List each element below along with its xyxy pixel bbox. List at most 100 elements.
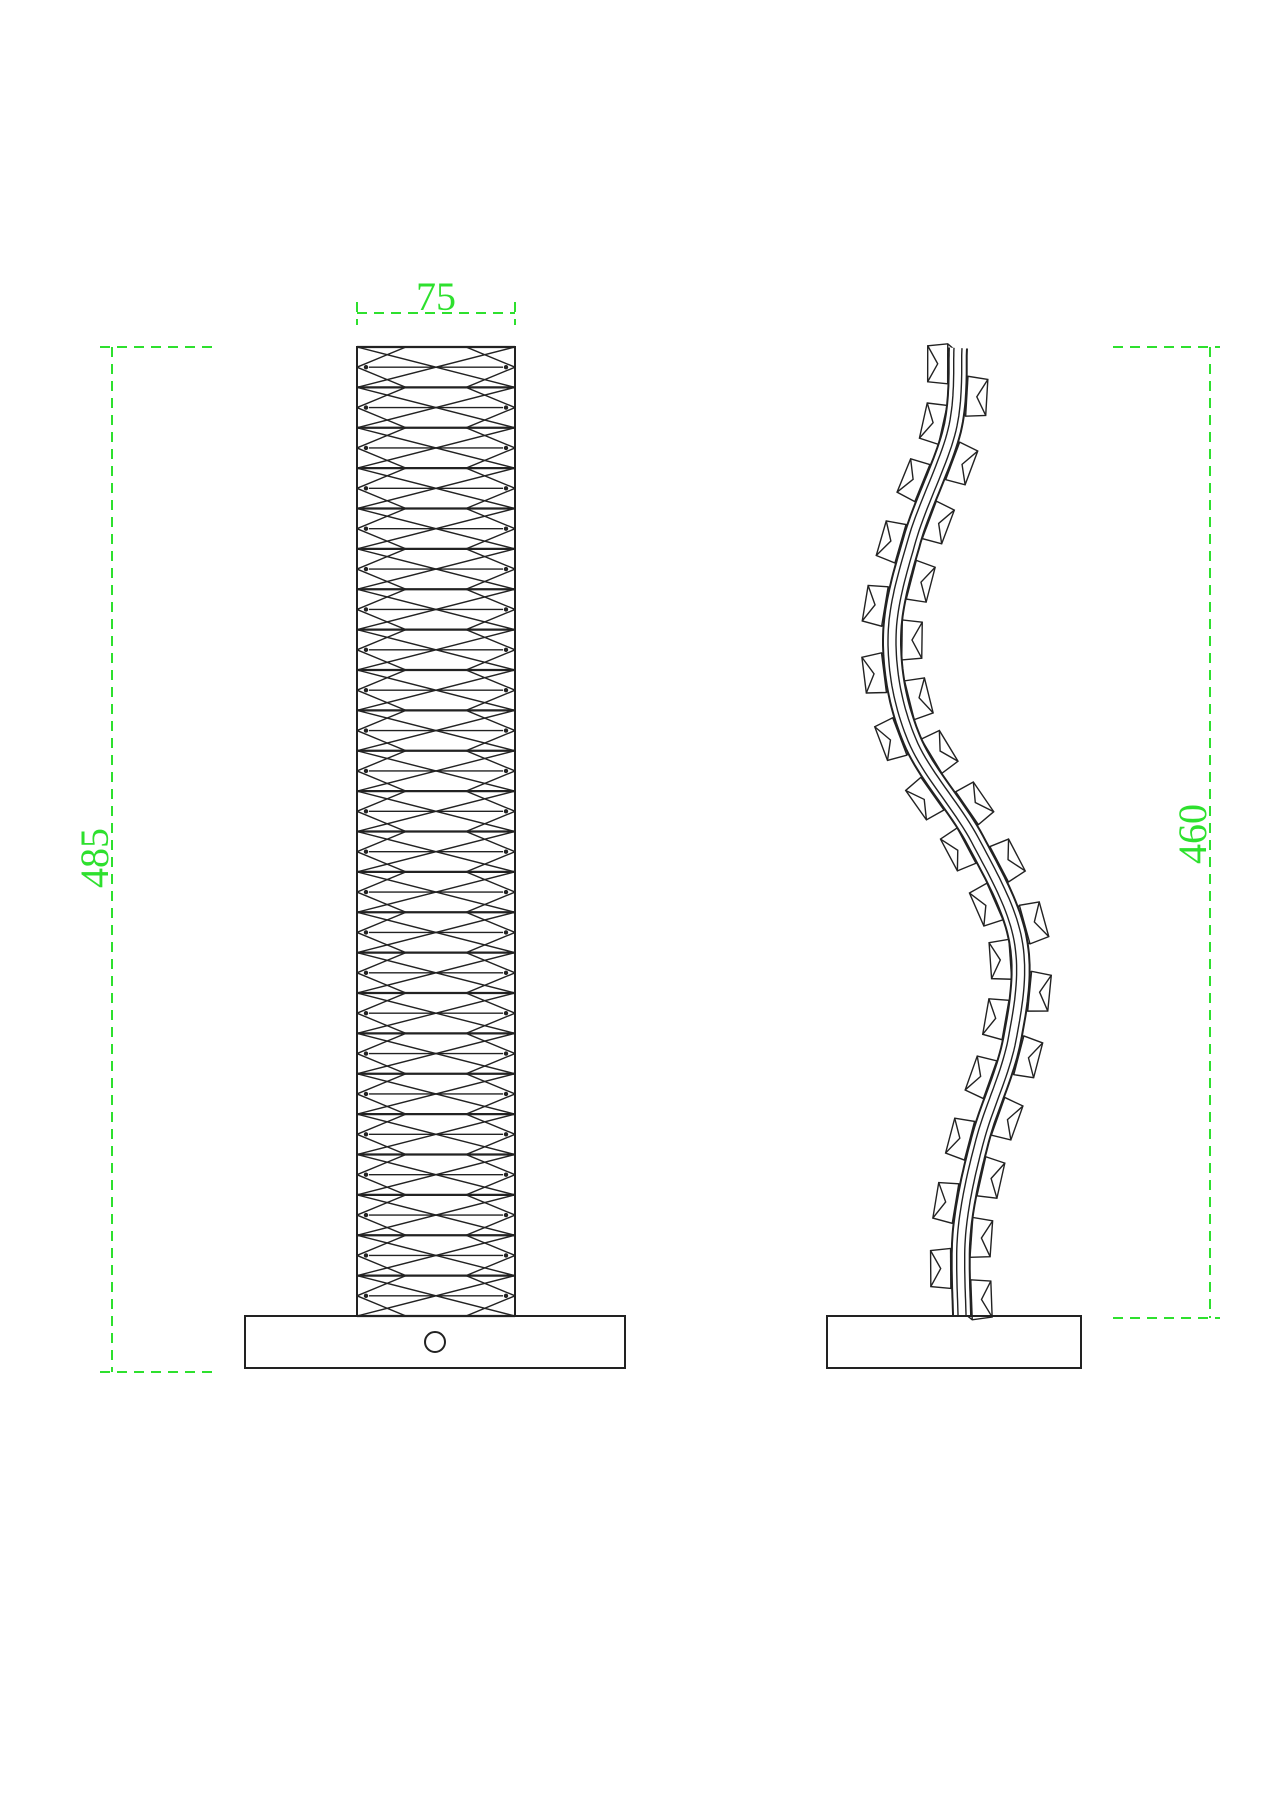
crystal-facet xyxy=(356,366,516,389)
crystal-row xyxy=(356,1113,516,1156)
crystal-row xyxy=(356,386,516,429)
crystal-facet xyxy=(356,1032,516,1055)
side-crystal-facet xyxy=(938,730,959,762)
crystal-dot xyxy=(503,1172,509,1177)
crystal-dot xyxy=(503,728,509,733)
crystal-facet xyxy=(356,608,516,631)
crystal-dot xyxy=(503,809,509,814)
side-crystal-facet xyxy=(1013,1035,1025,1075)
crystal-dot xyxy=(503,486,509,491)
side-crystal-facet xyxy=(880,652,888,693)
power-button-icon[interactable] xyxy=(424,1331,446,1353)
crystal-facet xyxy=(356,1093,516,1115)
side-crystal-facet xyxy=(894,524,907,564)
side-crystal-facet xyxy=(980,1220,994,1258)
crystal-row xyxy=(356,749,516,792)
crystal-dot xyxy=(363,849,369,854)
crystal-dot xyxy=(503,687,509,693)
crystal-facet xyxy=(356,1113,516,1135)
crystal-facet xyxy=(356,1012,516,1035)
crystal-dot xyxy=(503,930,509,935)
side-crystal-facet xyxy=(892,717,908,756)
side-crystal-facet xyxy=(875,520,892,557)
crystal-facet xyxy=(356,709,516,732)
width-dimension-label: 75 xyxy=(416,274,456,319)
side-crystal-facet xyxy=(920,566,936,603)
side-crystal-facet xyxy=(896,458,914,493)
crystal-dot xyxy=(363,526,369,531)
crystal-dot xyxy=(363,1051,369,1056)
crystal-facet xyxy=(356,729,516,752)
crystal-facet xyxy=(356,346,516,368)
crystal-row xyxy=(356,991,516,1035)
side-tube-inner-line xyxy=(895,348,1026,1316)
crystal-facet xyxy=(356,628,516,651)
side-crystal-facet xyxy=(1038,974,1052,1012)
crystal-dot xyxy=(363,1010,369,1016)
crystal-row xyxy=(356,709,516,752)
crystal-facet xyxy=(356,1194,516,1216)
crystal-dot xyxy=(363,607,369,612)
dimension-lines xyxy=(100,302,1220,1373)
side-view xyxy=(826,343,1082,1369)
crystal-row xyxy=(356,911,516,954)
side-crystal-facet xyxy=(918,402,934,439)
side-crystal-facet xyxy=(861,585,876,622)
side-crystal-facet xyxy=(927,345,939,383)
crystal-facet xyxy=(356,1153,516,1176)
crystal-dot xyxy=(363,445,369,451)
front-view xyxy=(244,345,626,1369)
crystal-dot xyxy=(503,889,509,895)
crystal-facet xyxy=(356,851,516,873)
crystal-row xyxy=(356,507,516,550)
side-height-dimension-label: 460 xyxy=(1170,804,1215,864)
crystal-dot xyxy=(363,1132,369,1137)
crystal-dot xyxy=(503,1091,509,1097)
crystal-dot xyxy=(363,486,369,491)
crystal-facet xyxy=(356,931,516,954)
side-crystal-facet xyxy=(975,379,989,416)
side-crystal-facet xyxy=(969,892,987,927)
crystal-dot xyxy=(363,1293,369,1299)
crystal-row xyxy=(356,1072,516,1115)
crystal-row xyxy=(356,668,516,712)
side-crystal-facet xyxy=(982,998,997,1035)
side-crystal-facet xyxy=(940,838,959,871)
crystal-dot xyxy=(503,647,509,653)
crystal-row xyxy=(356,830,516,873)
crystal-dot xyxy=(503,405,509,410)
crystal-dot xyxy=(363,566,369,572)
crystal-dot xyxy=(503,566,509,572)
crystal-dot xyxy=(363,768,369,774)
crystal-facet xyxy=(356,528,516,550)
crystal-dot xyxy=(503,1293,509,1299)
side-crystal-facet xyxy=(861,656,875,694)
crystal-dot xyxy=(363,1212,369,1218)
crystal-dot xyxy=(363,405,369,410)
crystal-facet xyxy=(356,790,516,812)
side-crystal-facet xyxy=(980,1280,993,1318)
side-crystal-facet xyxy=(918,677,934,714)
side-base xyxy=(826,1315,1082,1369)
side-crystal-facet xyxy=(905,789,928,820)
side-crystal-facet xyxy=(911,621,923,659)
crystal-dot xyxy=(363,970,369,976)
crystal-facet xyxy=(356,1254,516,1277)
crystal-row xyxy=(356,588,516,631)
crystal-row xyxy=(356,790,516,833)
crystal-dot xyxy=(363,728,369,733)
side-crystal-facet xyxy=(963,1121,976,1161)
crystal-dot xyxy=(363,1253,369,1258)
side-crystal-facet xyxy=(1006,1105,1024,1141)
front-column-crystals xyxy=(356,345,516,1318)
crystal-dot xyxy=(503,1212,509,1218)
side-crystal-facet xyxy=(945,1118,961,1154)
crystal-facet xyxy=(356,588,516,611)
side-view-crystals xyxy=(861,343,1053,1321)
side-crystal-facet xyxy=(964,1055,982,1091)
crystal-dot xyxy=(503,364,509,370)
side-crystal-facet xyxy=(1018,905,1031,945)
crystal-dot xyxy=(363,647,369,653)
crystal-facet xyxy=(356,750,516,772)
crystal-dot xyxy=(503,849,509,854)
